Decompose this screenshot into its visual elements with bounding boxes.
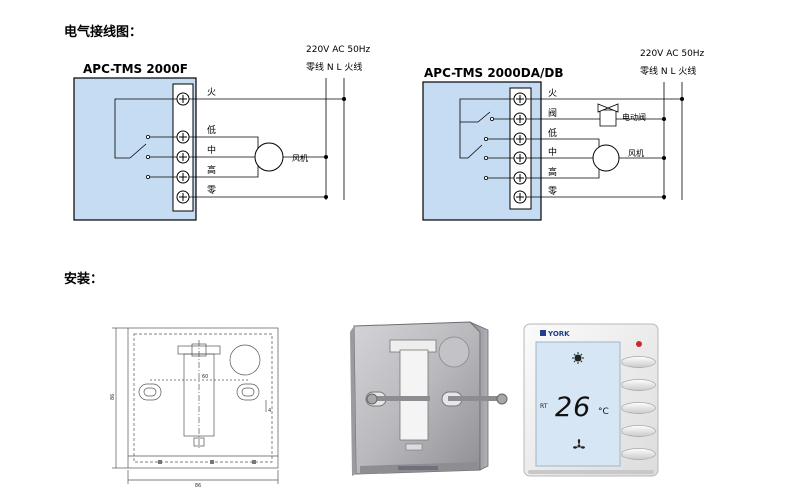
clip-mark bbox=[210, 460, 214, 464]
center-slot-opening bbox=[399, 349, 429, 441]
wiring-diagram-2000f: 220V AC 50Hz 零线 N L 火线 APC-TMS 2000F 火 低… bbox=[73, 45, 370, 221]
neutral-live-label: 零线 N L 火线 bbox=[306, 61, 362, 73]
terminal-label: 零 bbox=[207, 185, 216, 196]
dim-small-label: 4 bbox=[268, 408, 271, 414]
terminal-label: 低 bbox=[548, 127, 557, 139]
terminal-label: 火 bbox=[207, 87, 216, 98]
junction-dot bbox=[680, 97, 684, 101]
mounting-technical-drawing: 86 86 60 4 bbox=[110, 327, 279, 489]
internal-switch bbox=[114, 98, 177, 179]
terminal-label: 高 bbox=[548, 166, 557, 178]
button-column bbox=[621, 356, 657, 460]
model-label: APC-TMS 2000F bbox=[83, 62, 188, 76]
wire-hole bbox=[229, 344, 261, 376]
plate-inner-outline bbox=[133, 333, 273, 463]
wiring-heading: 电气接线图： bbox=[64, 25, 143, 40]
dim-width-label: 86 bbox=[195, 483, 201, 489]
dim-height-label: 86 bbox=[110, 394, 116, 400]
screw-slot-left-inner bbox=[143, 387, 157, 397]
terminal-label: 高 bbox=[207, 164, 216, 176]
junction-dot bbox=[324, 195, 328, 199]
power-indicator-led bbox=[636, 341, 642, 347]
clip-mark bbox=[158, 460, 162, 464]
sun-icon bbox=[572, 352, 584, 364]
temperature-unit: °C bbox=[598, 407, 609, 417]
power-spec: 220V AC 50Hz bbox=[640, 49, 705, 59]
valve-symbol bbox=[597, 103, 619, 113]
dim-inner-label: 60 bbox=[202, 374, 208, 380]
brand-label: YORK bbox=[547, 330, 570, 338]
york-logo-icon bbox=[540, 330, 546, 336]
bottom-tab bbox=[193, 437, 205, 447]
metal-back-plate-illustration bbox=[350, 321, 508, 476]
screw-slot-right-inner bbox=[241, 387, 255, 397]
screw-slot-right bbox=[236, 383, 260, 401]
york-thermostat-illustration: YORK RT 26 °C bbox=[523, 323, 659, 477]
junction-dot bbox=[662, 117, 666, 121]
mounting-screw bbox=[448, 393, 508, 405]
mode-label: RT bbox=[540, 403, 548, 410]
neutral-live-label: 零线 N L 火线 bbox=[640, 65, 696, 77]
power-button[interactable] bbox=[621, 356, 657, 368]
terminal-label: 中 bbox=[548, 146, 557, 158]
up-button[interactable] bbox=[621, 402, 657, 414]
terminal-label: 中 bbox=[207, 144, 216, 156]
fan-icon bbox=[573, 439, 585, 449]
terminal-label: 阀 bbox=[548, 108, 557, 119]
screw-slot-left bbox=[138, 383, 162, 401]
internal-switch bbox=[459, 98, 514, 180]
plate-side-flange bbox=[469, 321, 489, 471]
external-wires bbox=[526, 82, 683, 200]
motor-label: 风机 bbox=[292, 153, 308, 163]
terminal-label: 零 bbox=[548, 186, 557, 197]
fan-motor-symbol bbox=[592, 144, 620, 172]
terminal-label: 低 bbox=[207, 124, 216, 136]
bottom-label-strip bbox=[398, 466, 438, 470]
junction-dot bbox=[662, 195, 666, 199]
temperature-readout: 26 bbox=[555, 392, 591, 423]
bottom-tab bbox=[405, 443, 423, 451]
junction-dot bbox=[662, 156, 666, 160]
valve-label: 电动阀 bbox=[622, 112, 646, 122]
install-heading: 安装： bbox=[64, 272, 104, 287]
motor-label: 风机 bbox=[628, 148, 644, 158]
junction-dot bbox=[342, 97, 346, 101]
down-button[interactable] bbox=[621, 425, 657, 437]
mounting-screw bbox=[366, 393, 430, 405]
plate-left-edge bbox=[350, 326, 356, 476]
power-spec: 220V AC 50Hz bbox=[306, 45, 370, 55]
junction-dot bbox=[324, 155, 328, 159]
wire-hole bbox=[438, 336, 470, 368]
fan-speed-button[interactable] bbox=[621, 448, 657, 460]
terminal-label: 火 bbox=[548, 88, 557, 99]
clip-mark bbox=[252, 460, 256, 464]
plate-outline bbox=[127, 327, 279, 469]
fan-motor-symbol bbox=[254, 142, 284, 172]
wiring-diagram-2000da: 220V AC 50Hz 零线 N L 火线 APC-TMS 2000DA/DB bbox=[422, 49, 705, 221]
mode-button[interactable] bbox=[621, 379, 657, 391]
model-label: APC-TMS 2000DA/DB bbox=[424, 66, 563, 80]
